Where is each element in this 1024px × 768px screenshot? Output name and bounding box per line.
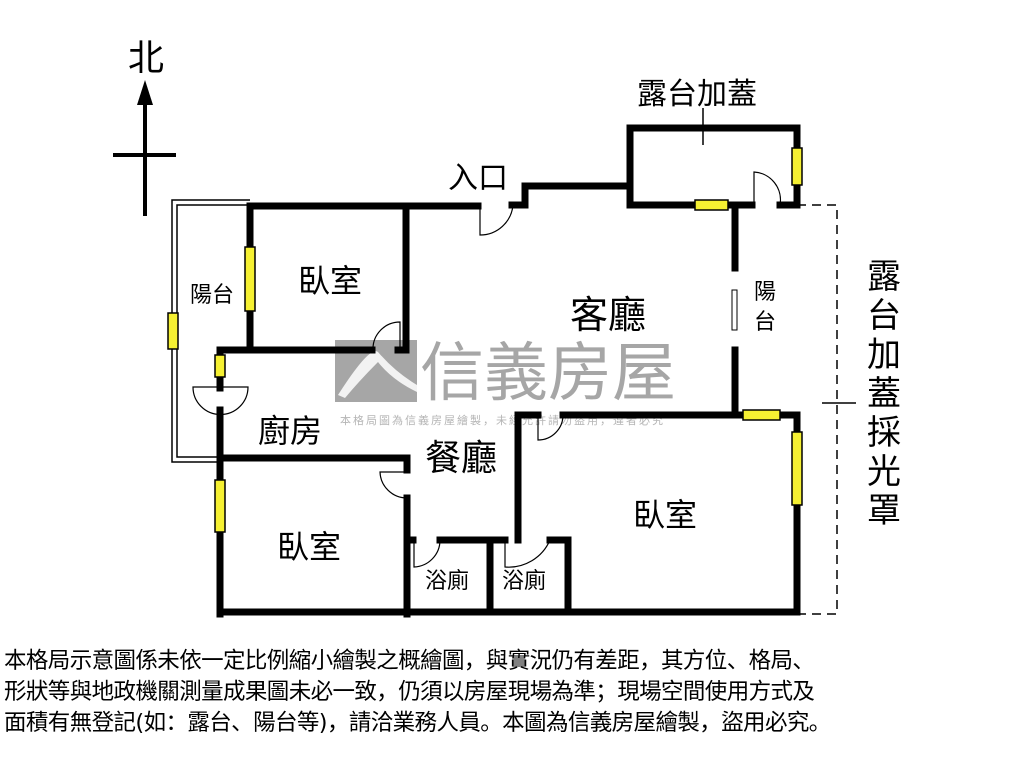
label-bath-1: 浴廁 (425, 569, 469, 594)
bedroom-nw-door[interactable] (372, 321, 401, 351)
label-terrace-skylight: 露台加蓋採光罩 (867, 257, 901, 531)
disclaimer-line: 面積有無登記(如：露台、陽台等)，請洽業務人員。本圖為信義房屋繪製，盜用必究。 (4, 710, 831, 736)
windows (167, 147, 803, 533)
disclaimer-line: 形狀等與地政機關測量成果圖未必一致，仍須以房屋現場為準；現場空間使用方式及 (4, 679, 815, 705)
label-balcony-e: 陽台 (754, 280, 777, 335)
arrow-up-icon (137, 80, 153, 105)
doors (192, 171, 782, 568)
entrance-door[interactable] (479, 204, 514, 236)
floor-plan: 信義房屋 本格局圖為信義房屋繪製，未經允許請勿盜用，違者必究 北 (113, 38, 856, 618)
window (214, 479, 226, 533)
label-terrace-cover: 露台加蓋 (637, 77, 757, 112)
label-bedroom-nw: 臥室 (298, 262, 362, 300)
window (214, 354, 226, 378)
label-kitchen: 廚房 (258, 412, 322, 450)
window (742, 409, 781, 421)
label-bath-2: 浴廁 (502, 569, 546, 594)
label-dining: 餐廳 (425, 438, 497, 479)
balcony-outline (171, 199, 250, 463)
north-arrow: 北 (113, 38, 176, 216)
window (694, 199, 729, 211)
label-bedroom-se: 臥室 (633, 496, 697, 534)
label-living: 客廳 (570, 293, 646, 337)
window (791, 431, 803, 506)
bedroom-se-door[interactable] (537, 414, 564, 441)
room-labels: 臥室 陽台 廚房 餐廳 客廳 臥室 浴廁 浴廁 臥室 入口 露台加蓋 (190, 77, 757, 594)
sliding-door[interactable] (731, 289, 738, 331)
kitchen-door[interactable] (192, 386, 249, 416)
window (791, 147, 803, 186)
bedroom-sw-door[interactable] (379, 471, 408, 499)
terrace-door[interactable] (753, 171, 782, 206)
window (167, 312, 179, 350)
north-label: 北 (128, 38, 164, 79)
window (244, 246, 256, 312)
watermark-brand: 信義房屋 (420, 337, 676, 411)
terrace-cover-outline (797, 204, 838, 615)
disclaimer-line: 本格局示意圖係未依一定比例縮小繪製之概繪圖，與實況仍有差距，其方位、格局、 (4, 648, 815, 674)
bath-2-door[interactable] (504, 539, 551, 568)
disclaimer: 本格局示意圖係未依一定比例縮小繪製之概繪圖，與實況仍有差距，其方位、格局、 形狀… (4, 646, 1024, 739)
label-entrance: 入口 (448, 161, 508, 196)
label-bedroom-sw: 臥室 (277, 528, 341, 566)
label-balcony-w: 陽台 (190, 283, 234, 308)
bath-1-door[interactable] (413, 539, 441, 568)
walls (216, 124, 801, 618)
